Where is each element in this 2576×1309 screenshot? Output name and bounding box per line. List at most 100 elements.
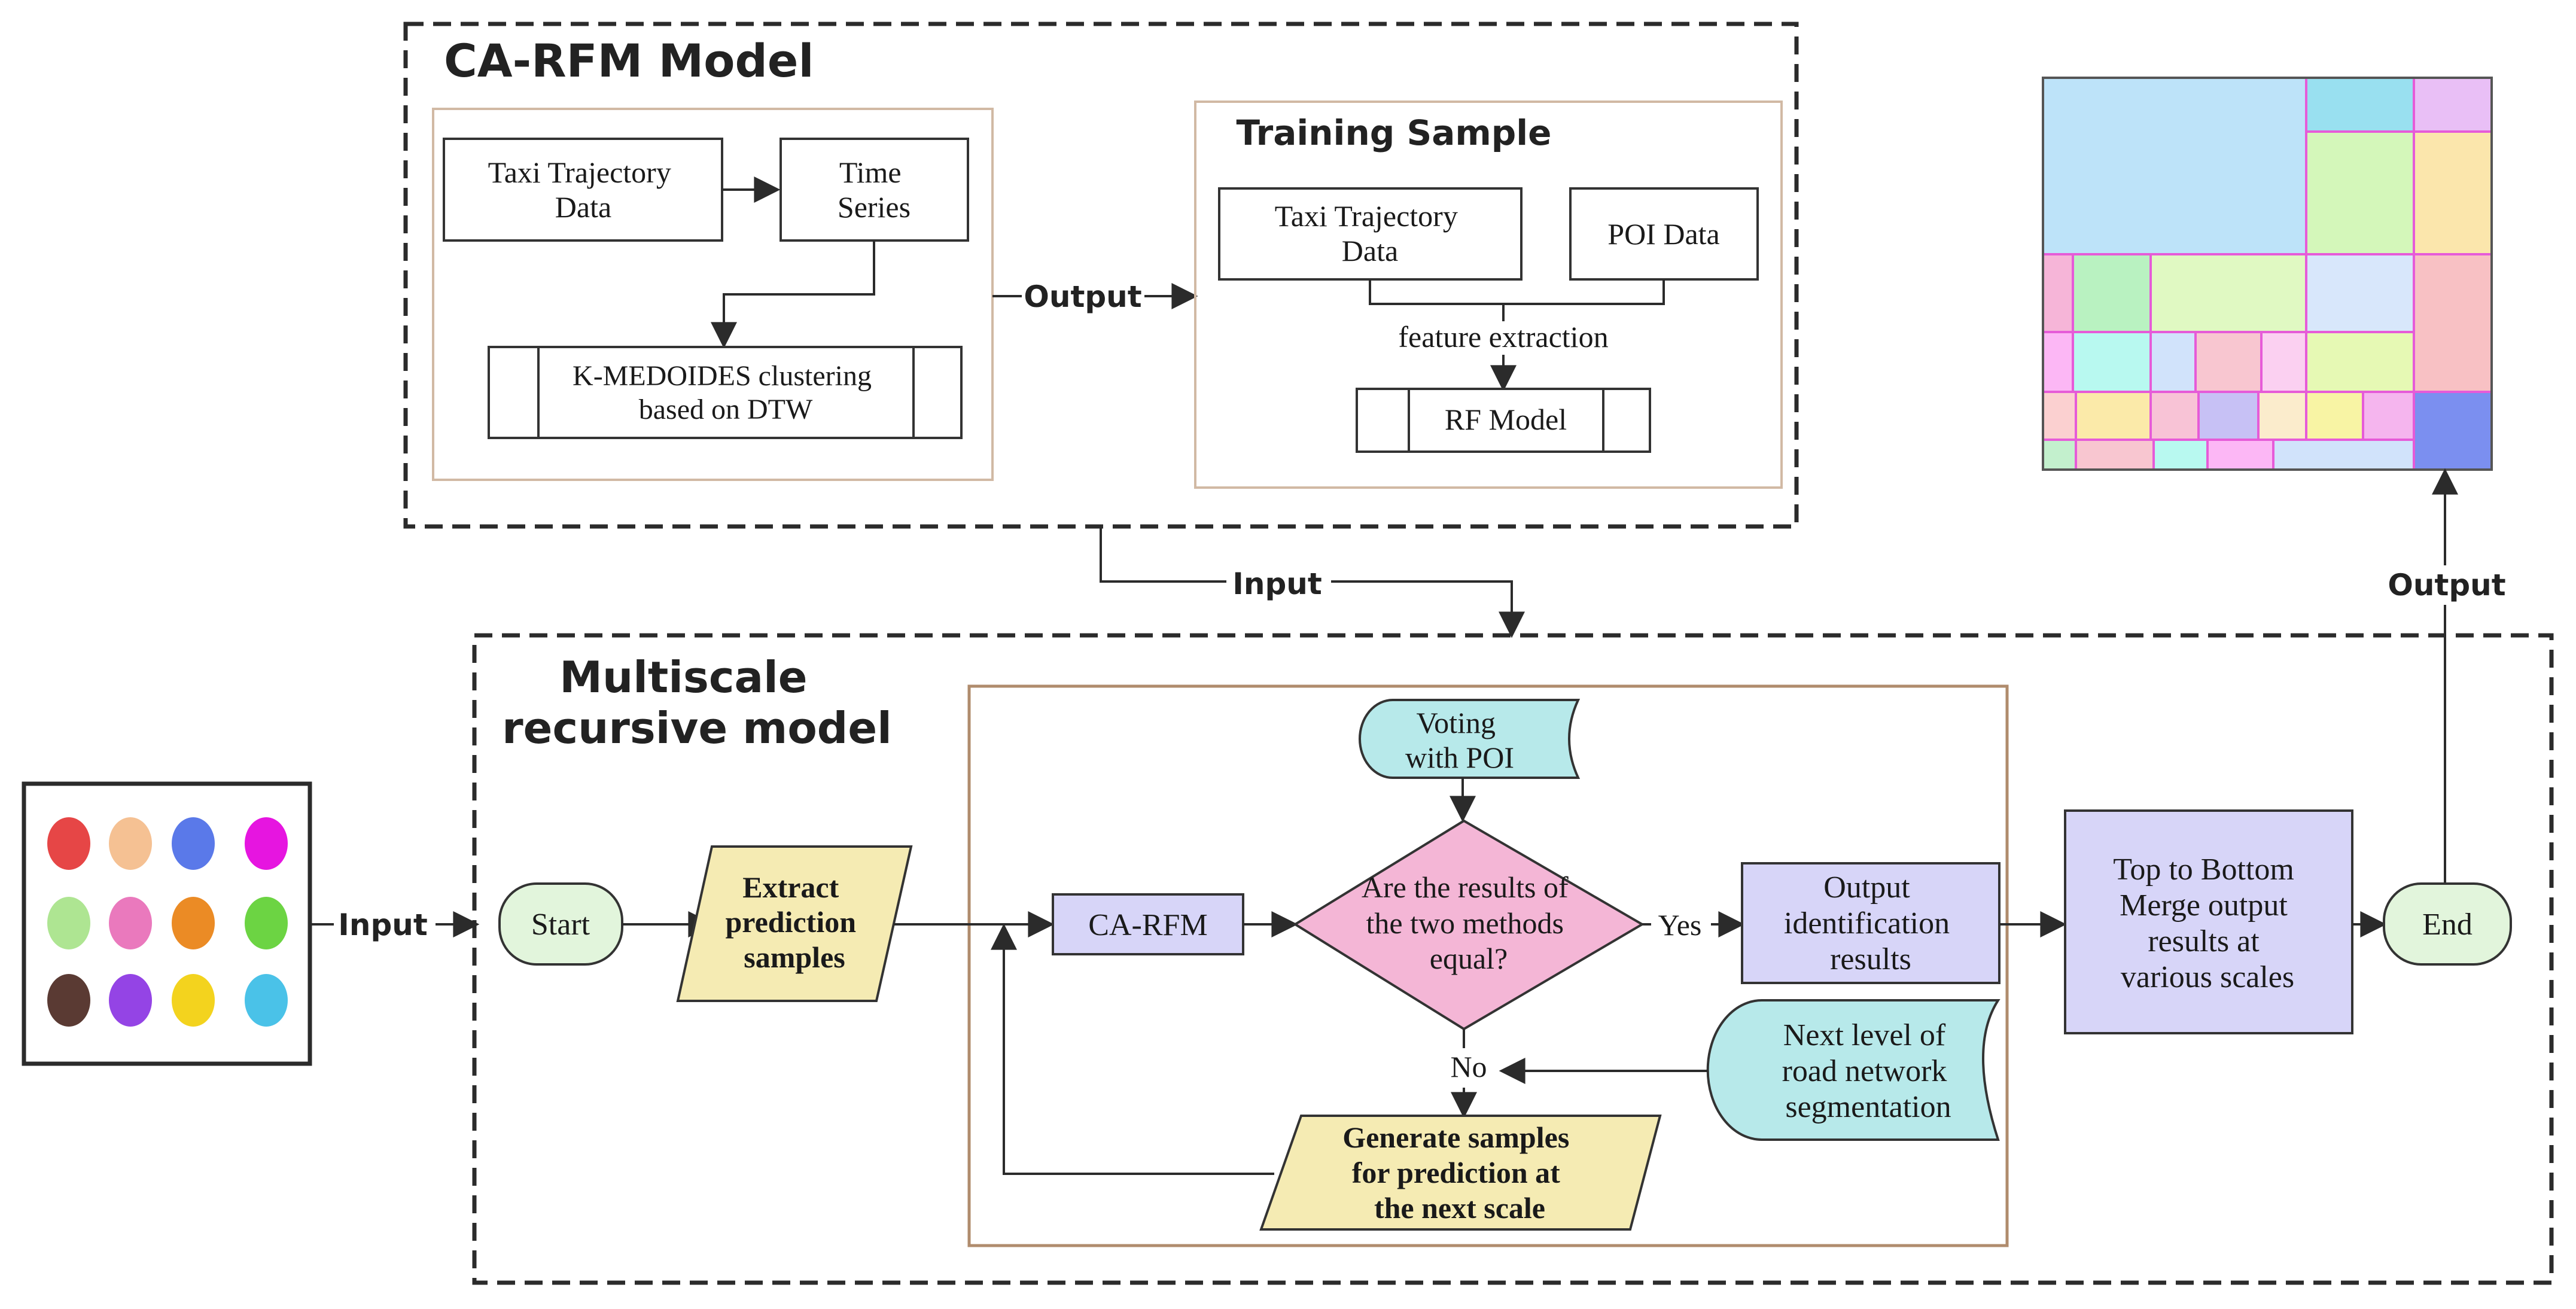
legend-dot — [245, 974, 288, 1027]
input-top-label: Input — [1232, 567, 1322, 601]
svg-text:Next level of road network: Next level of road network segmentation — [1782, 1018, 1955, 1124]
yes-label: Yes — [1658, 908, 1702, 942]
taxi-trajectory-label-1: Taxi Trajectory — [488, 156, 671, 189]
map-patch — [2413, 77, 2493, 133]
map-patch — [2257, 391, 2307, 441]
svg-text:Taxi Trajectory Data: Taxi Trajectory Data — [488, 156, 679, 224]
legend-dot — [109, 974, 152, 1027]
svg-text:Output identification: Output identification results — [1784, 870, 1957, 976]
extract-label-3: samples — [744, 940, 845, 974]
map-patch — [2362, 391, 2415, 441]
output-right-label-bg — [2387, 565, 2507, 605]
legend-dot — [109, 897, 152, 949]
multiscale-title-2: recursive model — [502, 703, 892, 753]
next-level-label-2: road network — [1782, 1054, 1947, 1088]
ca-rfm-label: CA-RFM — [1088, 908, 1207, 942]
taxi-trajectory-box — [443, 138, 723, 242]
legend-dot — [47, 817, 90, 870]
map-patch — [2305, 130, 2415, 255]
input-left-label-bg — [334, 905, 436, 943]
output-ident-label-3: results — [1830, 942, 1911, 976]
segmentation-map — [2042, 77, 2493, 471]
legend-dot — [172, 897, 215, 949]
arrow-timeseries-to-kmedoides — [711, 241, 875, 349]
extract-label-2: prediction — [725, 905, 856, 939]
svg-text:Multiscale recursive model: Multiscale recursive model — [502, 652, 892, 753]
svg-text:Voting with POI: Voting with POI — [1405, 706, 1514, 774]
clustering-frame — [432, 108, 994, 481]
map-patch — [2194, 331, 2263, 393]
training-sample-frame — [1194, 101, 1783, 489]
decision-label-2: the two methods — [1366, 906, 1564, 940]
map-patch — [2260, 331, 2307, 393]
decision-label-3: equal? — [1430, 942, 1508, 975]
training-taxi-box — [1218, 187, 1523, 281]
time-series-label-2: Series — [838, 190, 911, 224]
yes-label-bg — [1651, 906, 1711, 940]
time-series-box — [780, 138, 969, 242]
next-level-label-1: Next level of — [1783, 1018, 1946, 1052]
map-patch — [2149, 391, 2200, 441]
output-ident-label-1: Output — [1823, 870, 1910, 905]
merge-label-1: Top to Bottom — [2113, 853, 2294, 887]
merge-label-4: various scales — [2121, 960, 2294, 994]
merge-line-features — [1369, 279, 1665, 305]
map-patch — [2305, 253, 2415, 333]
map-patch — [2305, 391, 2364, 441]
map-patch — [2075, 391, 2152, 441]
svg-text:Are the results of the two: Are the results of the two methods equal… — [1362, 870, 1576, 975]
extract-label-1: Extract — [742, 870, 839, 904]
map-patch — [2413, 391, 2493, 471]
output-label-bg — [1022, 276, 1144, 315]
training-sample-title: Training Sample — [1236, 112, 1551, 153]
next-level-segmentation-node — [1706, 999, 2000, 1141]
multiscale-title-1: Multiscale — [559, 652, 807, 702]
legend-dot — [245, 817, 288, 870]
time-series-label-1: Time — [839, 156, 902, 189]
multiscale-frame — [472, 633, 2554, 1285]
map-patch — [2042, 77, 2307, 255]
map-patch — [2206, 439, 2274, 471]
input-top-label-bg — [1226, 565, 1331, 601]
poi-data-box — [1569, 187, 1759, 281]
decision-label-1: Are the results of — [1362, 870, 1569, 904]
map-patch — [2149, 253, 2307, 333]
category-color-dots — [47, 817, 288, 1027]
no-label: No — [1450, 1050, 1487, 1083]
map-patch — [2413, 130, 2493, 255]
legend-dot — [172, 817, 215, 870]
recursion-loop-frame — [967, 684, 2009, 1247]
voting-with-poi-node — [1359, 699, 1581, 779]
output-ident-label-2: identification — [1784, 906, 1950, 940]
ca-rfm-model-title: CA-RFM Model — [444, 34, 814, 87]
merge-label-3: results at — [2148, 924, 2260, 958]
kmedoides-label-1: K-MEDOIDES clustering — [573, 360, 872, 392]
map-patch — [2305, 77, 2415, 133]
voting-label-1: Voting — [1417, 706, 1496, 739]
map-patch — [2042, 331, 2074, 393]
map-patch — [2152, 439, 2209, 471]
merge-results-node — [2064, 809, 2353, 1034]
map-patch — [2197, 391, 2260, 441]
legend-dot — [172, 974, 215, 1027]
poi-data-label: POI Data — [1607, 217, 1719, 251]
generate-samples-node — [1259, 1115, 1662, 1231]
arrow-loop-back — [991, 923, 1274, 1175]
next-level-label-3: segmentation — [1785, 1090, 1951, 1124]
merge-label-2: Merge output — [2120, 888, 2288, 923]
map-patch — [2072, 331, 2152, 393]
map-patch — [2075, 439, 2155, 471]
generate-label-1: Generate samples — [1342, 1121, 1569, 1154]
feature-extraction-bg — [1364, 321, 1642, 355]
generate-label-3: the next scale — [1374, 1191, 1545, 1225]
start-label: Start — [531, 908, 590, 942]
voting-label-2: with POI — [1405, 741, 1514, 774]
end-node — [2383, 882, 2512, 966]
map-patch — [2042, 439, 2077, 471]
map-patch — [2413, 253, 2493, 393]
svg-text:Extract prediction sam: Extract prediction samples — [725, 870, 863, 974]
legend-dot — [47, 974, 90, 1027]
output-identification-node — [1741, 862, 2000, 984]
legend-dot — [245, 897, 288, 949]
